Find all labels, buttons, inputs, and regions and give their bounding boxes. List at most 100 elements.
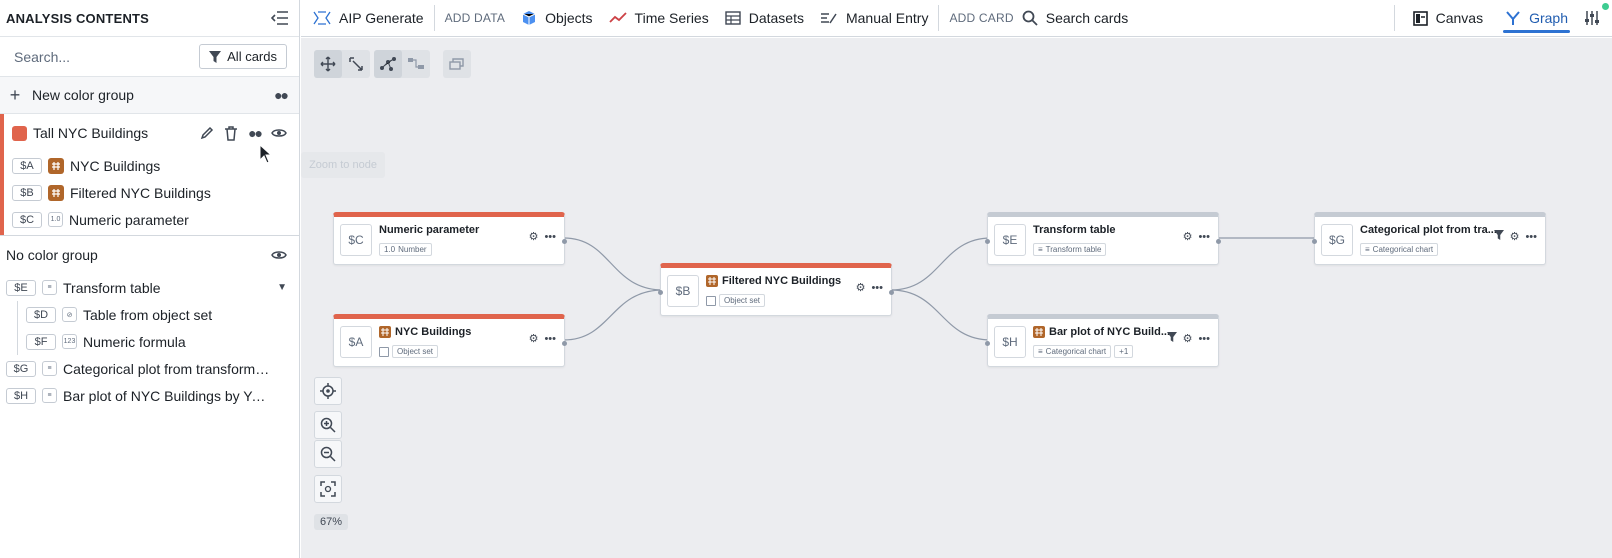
collapse-sidebar-icon[interactable] (271, 11, 289, 25)
list-item[interactable]: $F 123 Numeric formula (0, 328, 299, 355)
filter-icon[interactable] (1166, 332, 1177, 345)
graph-node-a[interactable]: $A NYC Buildings Object set ⚙ ••• (333, 314, 567, 367)
color-group-header[interactable]: Tall NYC Buildings ●● (0, 114, 299, 152)
variable-tag: $B (12, 184, 42, 201)
node-type-pill: Object set (392, 345, 439, 358)
output-port[interactable] (1216, 239, 1221, 244)
canvas-icon (1412, 10, 1428, 26)
variable-tag: $F (26, 333, 56, 350)
fit-to-screen-button[interactable] (314, 475, 342, 503)
list-item[interactable]: $D ⊘ Table from object set (0, 301, 299, 328)
object-icon (706, 275, 718, 287)
graph-node-b[interactable]: $B Filtered NYC Buildings Object set ⚙ •… (658, 263, 894, 316)
locate-icon (320, 383, 336, 399)
chart-icon: ≡ (1038, 347, 1043, 356)
node-title: Numeric parameter (379, 224, 479, 236)
new-color-group-label: New color group (32, 87, 134, 103)
stack-view-button[interactable] (443, 50, 471, 78)
output-port[interactable] (562, 239, 567, 244)
node-type-pill: ≡Categorical chart (1360, 243, 1439, 256)
tree-layout-icon (408, 58, 424, 69)
gear-icon[interactable]: ⚙ (528, 231, 539, 243)
aip-generate-button[interactable]: AIP Generate (301, 0, 432, 37)
node-type-label: Categorical chart (1372, 245, 1434, 254)
more-icon[interactable]: ••• (1525, 230, 1537, 243)
objects-label: Objects (545, 10, 593, 26)
gear-icon[interactable]: ⚙ (1509, 231, 1520, 243)
more-icon[interactable]: ••• (1198, 230, 1210, 243)
color-swatch[interactable] (12, 125, 27, 141)
canvas-view-button[interactable]: Canvas (1397, 0, 1491, 37)
node-type-label: Transform table (1045, 245, 1102, 254)
list-item-label: Transform table (63, 279, 161, 296)
trash-icon[interactable] (224, 125, 238, 141)
objects-button[interactable]: Objects (513, 0, 600, 37)
new-color-group-row[interactable]: + New color group ●● (0, 77, 299, 114)
graph-node-e[interactable]: $E Transform table ≡Transform table ⚙ ••… (985, 212, 1221, 265)
input-port[interactable] (1312, 239, 1317, 244)
gear-icon[interactable]: ⚙ (1182, 231, 1193, 243)
more-options-icon[interactable]: ●● (248, 125, 263, 141)
list-item[interactable]: $H ≡ Bar plot of NYC Buildings by Year .… (0, 382, 299, 409)
gear-icon[interactable]: ⚙ (1182, 333, 1193, 345)
graph-node-g[interactable]: $G Categorical plot from tra... ≡Categor… (1312, 212, 1546, 265)
eye-icon[interactable] (271, 250, 287, 260)
object-set-icon (379, 346, 389, 357)
all-cards-filter-button[interactable]: All cards (199, 44, 287, 69)
force-layout-button[interactable] (374, 50, 402, 78)
zoom-out-button[interactable] (314, 440, 342, 468)
manual-entry-icon (820, 11, 838, 25)
node-title-text: Transform table (1033, 224, 1116, 236)
gear-icon[interactable]: ⚙ (855, 282, 866, 294)
filter-icon[interactable] (1493, 230, 1504, 243)
move-icon (320, 56, 336, 72)
more-icon[interactable]: ••• (544, 332, 556, 345)
more-icon[interactable]: ••• (544, 230, 556, 243)
list-item[interactable]: $A NYC Buildings (0, 152, 299, 179)
output-port[interactable] (562, 341, 567, 346)
node-title-text: Categorical plot from tra... (1360, 224, 1497, 236)
more-options-icon[interactable]: ●● (274, 87, 289, 103)
edit-pencil-icon[interactable] (200, 126, 214, 140)
variable-tag: $A (12, 157, 42, 174)
transform-icon: ≡ (1038, 245, 1043, 254)
node-type-label: Number (398, 245, 427, 254)
no-color-group-header[interactable]: No color group (0, 236, 299, 274)
chart-icon: ≡ (1365, 245, 1370, 254)
layout-mode-group (374, 50, 430, 78)
search-cards-button[interactable]: Search cards (1022, 0, 1136, 37)
node-variable: $G (1321, 224, 1353, 256)
select-mode-button[interactable] (342, 50, 370, 78)
graph-label: Graph (1529, 10, 1568, 26)
variable-tag: $C (12, 211, 42, 228)
list-item[interactable]: $G ≡ Categorical plot from transform t..… (0, 355, 299, 382)
search-input[interactable] (14, 48, 184, 65)
more-icon[interactable]: ••• (1198, 332, 1210, 345)
input-port[interactable] (985, 341, 990, 346)
gear-icon[interactable]: ⚙ (528, 333, 539, 345)
graph-view-button[interactable]: Graph (1497, 0, 1576, 37)
graph-node-h[interactable]: $H Bar plot of NYC Build... ≡Categorical… (985, 314, 1219, 367)
eye-icon[interactable] (271, 128, 287, 138)
zoom-in-button[interactable] (314, 411, 342, 439)
table-icon (725, 11, 741, 25)
tree-layout-button[interactable] (402, 50, 430, 78)
settings-sliders-button[interactable] (1576, 0, 1612, 37)
list-item[interactable]: $E ≡ Transform table ▼ (0, 274, 299, 301)
more-icon[interactable]: ••• (871, 281, 883, 294)
datasets-button[interactable]: Datasets (717, 0, 812, 37)
pan-mode-button[interactable] (314, 50, 342, 78)
time-series-button[interactable]: Time Series (601, 0, 717, 37)
list-item[interactable]: $B Filtered NYC Buildings (0, 179, 299, 206)
output-port[interactable] (889, 290, 894, 295)
recenter-button[interactable] (314, 377, 342, 405)
manual-entry-button[interactable]: Manual Entry (812, 0, 936, 37)
input-port[interactable] (658, 290, 663, 295)
input-port[interactable] (985, 239, 990, 244)
add-card-label: ADD CARD (949, 11, 1014, 25)
chevron-down-icon[interactable]: ▼ (277, 282, 287, 293)
list-item[interactable]: $C 1.0 Numeric parameter (0, 206, 299, 233)
color-group-tall-nyc-buildings: Tall NYC Buildings ●● $A NYC Buildings (0, 114, 299, 236)
